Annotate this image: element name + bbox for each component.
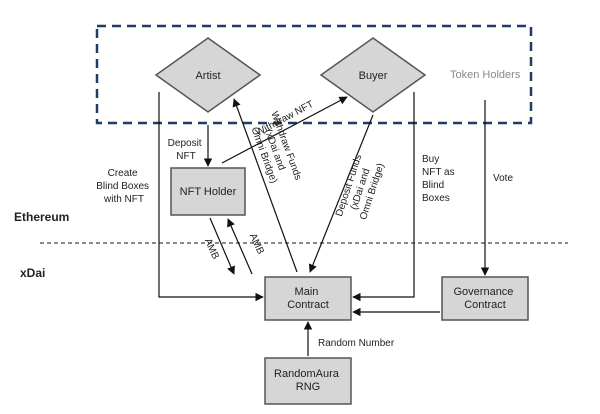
edge-withdraw-funds [232, 98, 298, 273]
buy-nft-line-4: Boxes [422, 193, 450, 204]
main-contract-line-2: Contract [287, 299, 329, 311]
governance-line-1: Governance [454, 286, 514, 298]
buy-nft-line-1: Buy [422, 154, 439, 165]
deposit-funds-label: Deposit Funds (xDai and Omni Bridge) [334, 151, 388, 226]
vote-label: Vote [493, 173, 513, 184]
token-holders-frame [95, 24, 533, 125]
artist-label: Artist [195, 70, 220, 82]
edge-withdraw-nft [221, 96, 348, 164]
buyer-node [319, 37, 427, 113]
edge-amb-up [227, 218, 253, 275]
create-blind-boxes-line-3: with NFT [103, 194, 144, 205]
create-blind-boxes-label: Create Blind Boxes with NFT [96, 168, 152, 205]
rng-label: RandomAura RNG [274, 368, 342, 393]
main-contract-line-1: Main [295, 286, 319, 298]
buy-nft-label: Buy NFT as Blind Boxes [422, 154, 457, 204]
ethereum-zone-box [0, 203, 77, 229]
edge-create-blind-boxes [158, 92, 264, 302]
xdai-zone-label: xDai [20, 266, 45, 280]
artist-node [154, 37, 262, 113]
nft-holder-node [170, 167, 246, 216]
main-contract-node [264, 276, 352, 321]
main-contract-label: Main Contract [287, 286, 329, 311]
create-blind-boxes-line-1: Create [108, 168, 138, 179]
amb-down-label: AMB [202, 237, 221, 262]
edge-buy-nft [352, 92, 415, 302]
ethereum-zone-label: Ethereum [14, 210, 69, 224]
edge-amb-down [209, 217, 235, 275]
buyer-label: Buyer [359, 70, 388, 82]
xdai-zone-box [0, 258, 77, 284]
buy-nft-line-2: NFT as [422, 167, 455, 178]
edge-deposit-funds [308, 114, 374, 273]
amb-up-label: AMB [247, 232, 266, 257]
rng-node [264, 357, 352, 405]
token-holders-label: Token Holders [450, 69, 521, 81]
rng-line-2: RNG [296, 381, 320, 393]
nft-holder-label: NFT Holder [180, 186, 237, 198]
create-blind-boxes-line-2: Blind Boxes [96, 181, 149, 192]
governance-line-2: Contract [464, 299, 506, 311]
deposit-nft-line-1: Deposit [168, 138, 202, 149]
governance-contract-node [441, 276, 529, 321]
rng-line-1: RandomAura [274, 368, 340, 380]
random-number-label: Random Number [318, 338, 395, 349]
buy-nft-line-3: Blind [422, 180, 444, 191]
deposit-nft-line-2: NFT [176, 151, 195, 162]
governance-contract-label: Governance Contract [454, 286, 517, 311]
deposit-nft-label: Deposit NFT [168, 138, 205, 162]
